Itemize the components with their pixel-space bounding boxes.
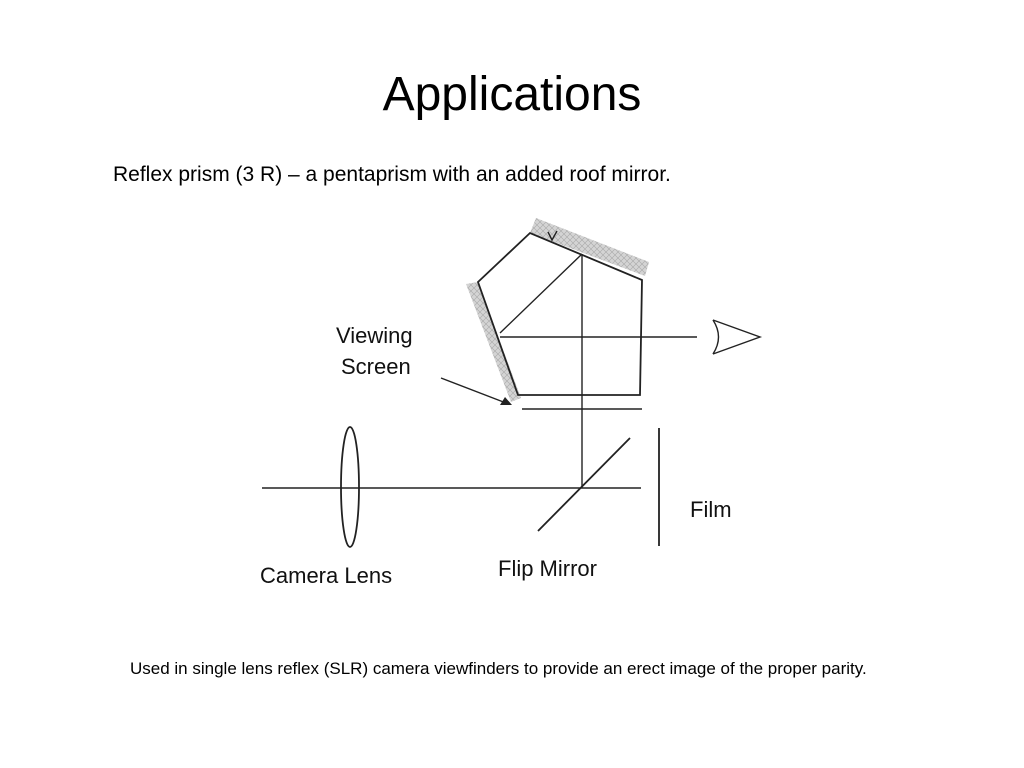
roof-mirror-coating	[530, 218, 649, 276]
slide-title: Applications	[382, 68, 642, 121]
ray-diagonal	[499, 253, 583, 334]
flip-mirror	[537, 437, 631, 532]
slide-footnote: Used in single lens reflex (SLR) camera …	[130, 659, 867, 678]
left-mirror-coating	[466, 282, 521, 402]
label-camera-lens: Camera Lens	[260, 563, 392, 588]
arrow-icon	[440, 377, 512, 405]
label-viewing: Viewing	[336, 323, 413, 348]
camera-lens	[340, 426, 360, 548]
label-film: Film	[690, 497, 732, 522]
label-screen: Screen	[341, 354, 411, 379]
slide-subtitle: Reflex prism (3 R) – a pentaprism with a…	[113, 163, 671, 186]
roof-edge-mark	[547, 230, 558, 242]
label-flip-mirror: Flip Mirror	[498, 556, 597, 581]
eye-icon	[712, 319, 763, 355]
